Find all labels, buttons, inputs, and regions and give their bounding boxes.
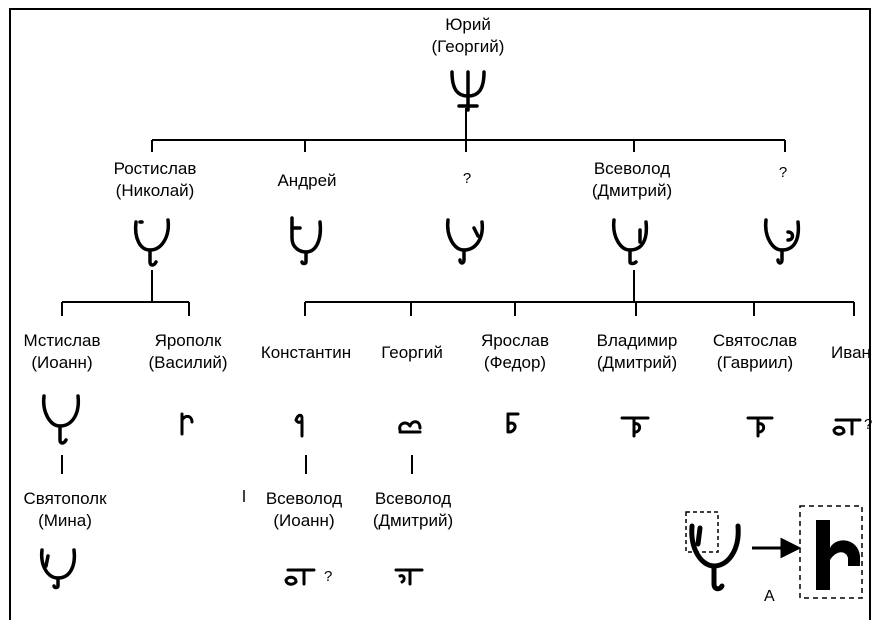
vsevolod-ioann-uncertain-mark: ? (324, 568, 333, 585)
node-alt-name: (Василий) (148, 353, 228, 372)
inset-crop-box (685, 511, 719, 553)
inset-zoom-box (799, 505, 863, 599)
svyatoslav-sign (746, 416, 774, 438)
node-name: Святослав (712, 331, 798, 350)
node-name: Всеволод (374, 489, 452, 508)
node-name: Святополк (23, 489, 107, 508)
node-name: Андрей (277, 171, 337, 190)
node-georgi: Георгий (372, 342, 452, 364)
unknown1-sign (445, 218, 485, 265)
konstantin-sign (294, 413, 304, 438)
node-mstislav: Мстислав (Иоанн) (14, 330, 110, 374)
inset-sign-a (689, 523, 741, 592)
node-name: Всеволод (593, 159, 671, 178)
node-alt-name: (Дмитрий) (591, 181, 673, 200)
node-unknown1: ? (450, 168, 484, 190)
node-name: Иван (831, 343, 871, 362)
node-unknown2: ? (766, 162, 800, 184)
unknown2-sign (763, 218, 801, 265)
node-alt-name: (Николай) (115, 181, 195, 200)
andrei-sign (290, 216, 323, 266)
node-name: ? (778, 164, 788, 181)
ivan-sign (832, 418, 862, 436)
georgi-sign (398, 420, 422, 434)
node-svyatopolk: Святополк (Мина) (10, 488, 120, 532)
node-alt-name: (Дмитрий) (372, 511, 454, 530)
inset-detail (685, 505, 863, 599)
node-vsevolod-dmitri: Всеволод (Дмитрий) (360, 488, 466, 532)
node-vladimir: Владимир (Дмитрий) (584, 330, 690, 374)
node-vsevolod-ioann: Всеволод (Иоанн) (252, 488, 356, 532)
node-name: Юрий (445, 15, 491, 34)
rostislav-sign (133, 218, 171, 267)
node-name: ? (462, 170, 472, 187)
node-name: Всеволод (265, 489, 343, 508)
inset-arrow (752, 537, 802, 559)
node-yaropolk: Ярополк (Василий) (136, 330, 240, 374)
vladimir-sign (620, 416, 650, 438)
node-name: Владимир (596, 331, 678, 350)
vsevolod-ioann-sign (284, 568, 316, 586)
node-yaroslav: Ярослав (Федор) (466, 330, 564, 374)
yuri-sign (450, 70, 486, 112)
diagram-frame (9, 8, 871, 620)
node-name: Константин (260, 343, 352, 362)
node-vsevolod: Всеволод (Дмитрий) (578, 158, 686, 202)
node-alt-name: (Иоанн) (31, 353, 93, 372)
vsevolod-sign (611, 218, 649, 266)
node-andrei: Андрей (262, 170, 352, 192)
ivan-sign-uncertain-mark: ? (864, 416, 873, 433)
mstislav-sign (41, 394, 81, 445)
tree-connectors (61, 108, 855, 502)
node-ivan: Иван (826, 342, 876, 364)
node-svyatoslav: Святослав (Гавриил) (702, 330, 808, 374)
node-konstantin: Константин (246, 342, 366, 364)
node-alt-name: (Федор) (483, 353, 547, 372)
node-name: Ярослав (480, 331, 550, 350)
node-alt-name: (Дмитрий) (596, 353, 678, 372)
vsevolod-dmitri-sign (394, 568, 424, 586)
node-alt-name: (Иоанн) (273, 511, 335, 530)
inset-label: A (764, 588, 775, 605)
node-rostislav: Ростислав (Николай) (100, 158, 210, 202)
svyatopolk-sign (39, 548, 77, 590)
node-name: Ростислав (113, 159, 197, 178)
node-alt-name: (Гавриил) (716, 353, 794, 372)
yaroslav-sign (506, 412, 520, 434)
node-name: Георгий (381, 343, 443, 362)
inset-magnified-element (816, 520, 860, 590)
node-alt-name: (Мина) (38, 511, 92, 530)
node-alt-name: (Георгий) (431, 37, 505, 56)
node-name: Ярополк (154, 331, 222, 350)
yaropolk-sign (180, 412, 194, 436)
node-yuri: Юрий (Георгий) (420, 14, 516, 58)
node-name: Мстислав (23, 331, 101, 350)
